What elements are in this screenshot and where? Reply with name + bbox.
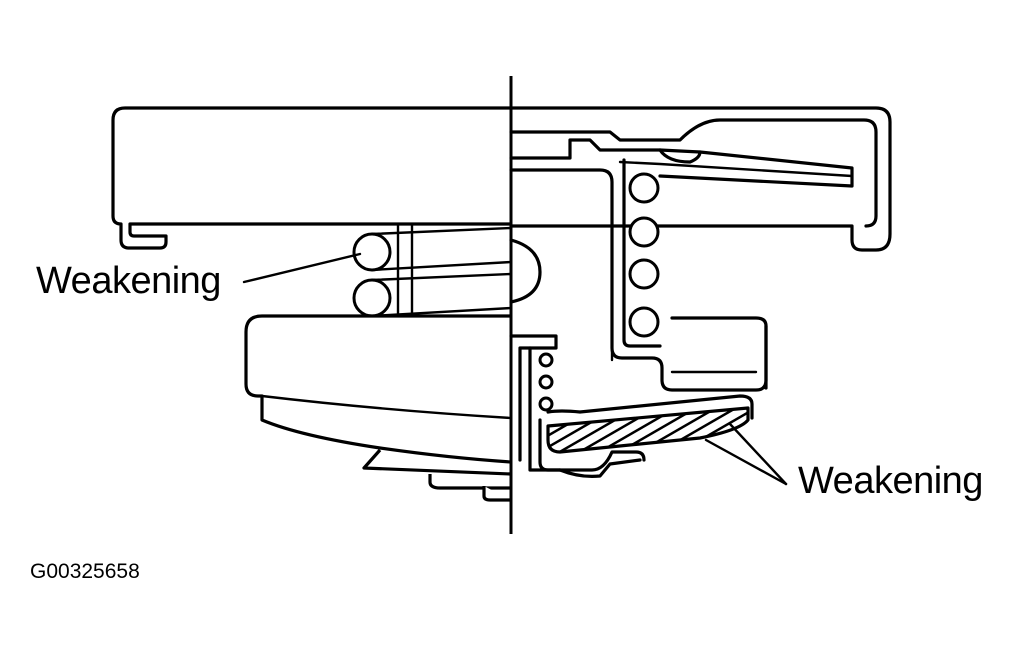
rubber-seal-hatched [546, 406, 750, 454]
callout-leader-right-b [728, 422, 788, 486]
spring-coil [628, 172, 660, 204]
figure-id-label: G00325658 [30, 560, 140, 583]
weakening-label-right: Weakening [798, 460, 983, 502]
seal-retainer [538, 418, 646, 472]
bottom-stem-left [428, 474, 511, 490]
lower-seal-plate [546, 394, 754, 420]
spring-wire [370, 260, 513, 272]
lever-inner-line [618, 160, 854, 178]
weakening-label-left: Weakening [36, 260, 221, 302]
vacuum-spring-coil [538, 396, 554, 412]
inner-sleeve-wall [622, 158, 662, 348]
inner-sleeve [509, 168, 768, 392]
lever-pivot [658, 148, 702, 164]
spring-right [628, 172, 660, 338]
lever-arm [658, 148, 854, 188]
valve-cup-rim [670, 316, 768, 390]
bottom-nub-left [482, 486, 511, 502]
callout-leader-right-a [704, 438, 788, 486]
cap-shell-left [111, 106, 511, 250]
spring-coil [628, 258, 660, 290]
valve-body-seam [260, 394, 513, 420]
gasket-left [362, 448, 512, 476]
spring-wire [370, 226, 513, 236]
spring-coil-lower [352, 278, 392, 318]
cap-shell-right-inner [509, 118, 878, 228]
callout-leader-left [242, 252, 362, 284]
vacuum-spring [538, 352, 554, 412]
seal-bottom [558, 458, 642, 478]
spring-coil [628, 216, 660, 248]
valve-body-left [244, 314, 512, 464]
spring-stem-cap [509, 238, 542, 304]
spring-wire [370, 272, 513, 282]
spring-coil-upper [352, 232, 392, 272]
vacuum-valve-stem [509, 334, 558, 462]
vacuum-spring-coil [538, 352, 554, 368]
cap-shell-right-outer [509, 106, 892, 252]
vacuum-spring-coil [538, 374, 554, 390]
seal-plate-top [509, 138, 662, 160]
spring-coil [628, 306, 660, 338]
